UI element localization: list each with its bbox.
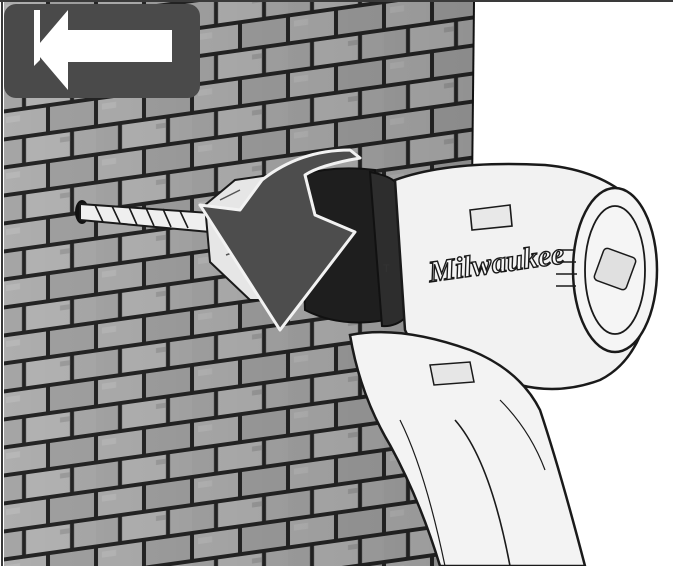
direction-badge — [4, 4, 200, 98]
torque-mark: T — [383, 263, 390, 275]
trigger — [430, 362, 474, 385]
